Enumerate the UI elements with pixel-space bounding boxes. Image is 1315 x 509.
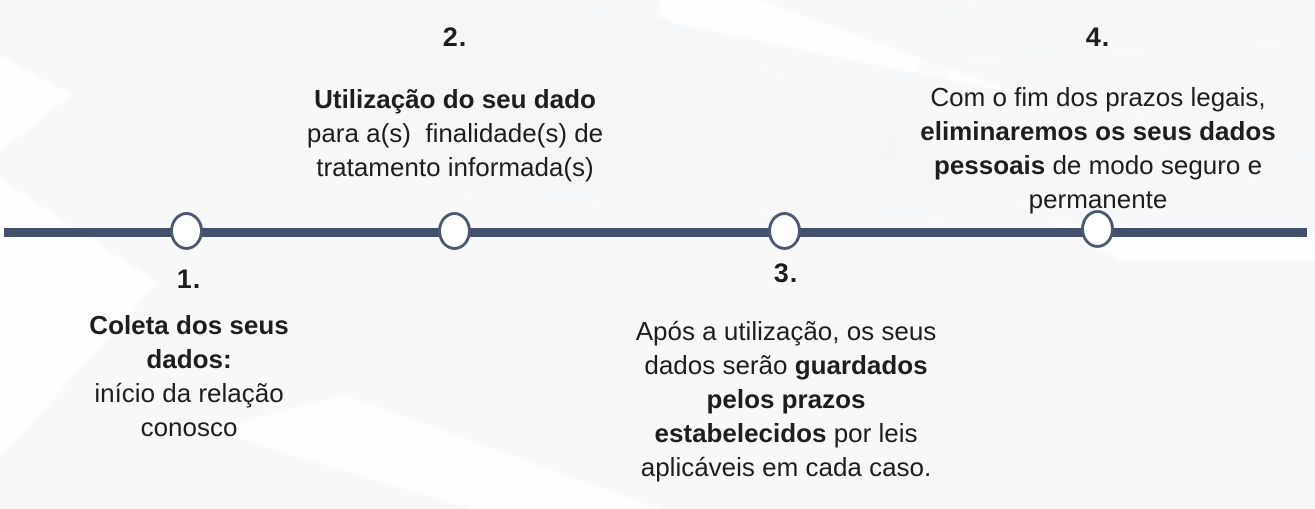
step-text: Com o fim dos prazos legais, eliminaremos… [878,80,1315,216]
step-text-line: Após a utilização, os seus [635,316,937,346]
step-text: Coleta dos seus dados: início da relação co… [39,308,339,444]
step-number: 3. [773,258,799,288]
step-text: Após a utilização, os seus dados serão gu… [576,314,996,484]
step-text-line: tratamento informada(s) [316,152,594,182]
timeline-node-2 [438,212,471,250]
timeline-node-3 [768,212,801,250]
step-text-line: aplicáveis em cada caso. [640,452,932,482]
step-number: 4. [1085,22,1111,52]
step-text-line: pelos prazos [706,384,866,414]
step-text-line: para a(s) finalidade(s) de [306,118,604,148]
step-text-line: estabelecidos por leis [654,418,918,448]
step-text-line: dados serão guardados [644,350,928,380]
step-text-line: conosco [140,412,238,442]
timeline-node-4 [1081,210,1114,248]
step-number: 1. [176,264,202,294]
step-text-line: pessoais de modo seguro e [933,150,1263,180]
timeline-axis [4,228,1307,237]
step-text-line: Utilização do seu dado [314,84,596,114]
step-text-line: Coleta dos seus [89,310,289,340]
timeline-node-1 [170,212,203,250]
step-number: 2. [442,22,468,52]
step-text-line: eliminaremos os seus dados [920,116,1276,146]
step-text: Utilização do seu dado para a(s) finalida… [275,82,635,184]
step-text-line: início da relação [94,378,284,408]
step-text-line: Com o fim dos prazos legais, [930,82,1266,112]
step-text-line: dados: [146,344,232,374]
